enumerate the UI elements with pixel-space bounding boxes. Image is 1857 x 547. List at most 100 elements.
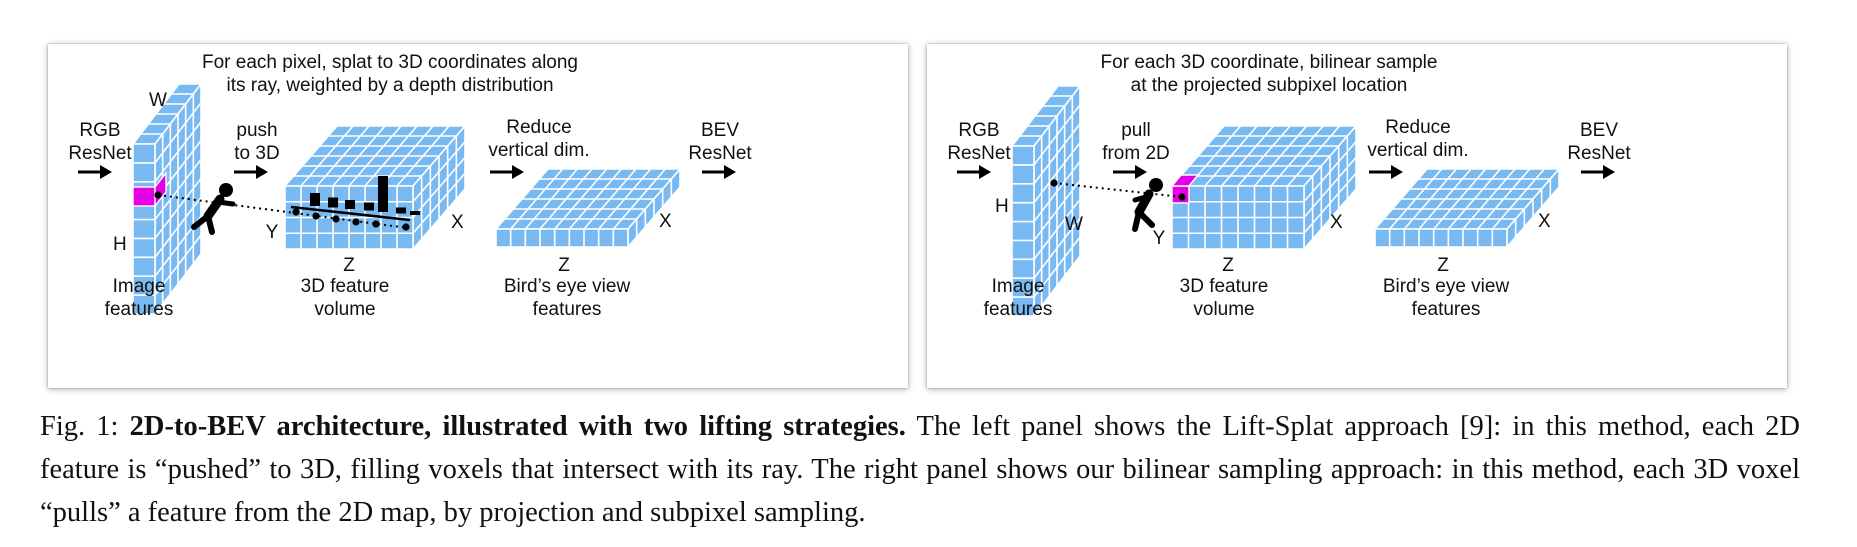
lift-splat-diagram: For each pixel, splat to 3D coordinates … <box>68 52 752 320</box>
left-title-line-2: its ray, weighted by a depth distributio… <box>226 75 553 96</box>
left-axis-w: W <box>149 90 167 111</box>
depth-bar-6 <box>396 207 406 214</box>
right-bev-features-front-face-grid <box>1388 229 1494 247</box>
pull-figure-icon <box>1132 178 1163 232</box>
right-panel-bilinear-sampling: For each 3D coordinate, bilinear sample … <box>927 44 1787 388</box>
right-reduce-label-2: vertical dim. <box>1367 140 1468 161</box>
right-bev-features-side-face-grid <box>1514 179 1552 237</box>
right-input-arrow <box>957 165 991 179</box>
left-input-arrow <box>78 165 112 179</box>
left-feature-volume-side-face-grid <box>412 136 466 239</box>
left-bev-features-front-face-grid <box>509 229 615 247</box>
right-feature-volume-top-face-grid <box>1180 125 1348 187</box>
right-feature-volume-side-face-grid <box>1303 136 1357 239</box>
left-action-label-2: to 3D <box>234 143 279 164</box>
right-title-line-1: For each 3D coordinate, bilinear sample <box>1101 52 1438 73</box>
left-reduce-label-2: vertical dim. <box>488 140 589 161</box>
right-image-features-plane-side-face-grid <box>1033 96 1081 306</box>
right-sample-point <box>1050 179 1058 187</box>
left-push-arrow <box>234 165 268 179</box>
left-depth-distribution <box>310 176 420 215</box>
left-panel-lift-splat: For each pixel, splat to 3D coordinates … <box>48 44 908 388</box>
right-volume-label-1: 3D feature <box>1180 276 1269 297</box>
right-highlight-voxel-top <box>1170 174 1200 187</box>
right-input-label-1: RGB <box>958 120 999 141</box>
right-bev-label-2: features <box>1412 299 1481 320</box>
left-bev-features-front-face <box>495 228 629 248</box>
left-input-label-2: ResNet <box>68 143 132 164</box>
right-pull-arrow <box>1113 165 1147 179</box>
right-title-line-2: at the projected subpixel location <box>1131 75 1408 96</box>
left-ray <box>157 194 409 229</box>
right-reduce-arrow <box>1369 165 1403 179</box>
caption-body: The left panel shows the Lift-Splat appr… <box>40 411 1800 528</box>
left-bev-features-side-face-grid <box>635 179 673 237</box>
depth-bar-3 <box>345 200 355 209</box>
depth-bar-4 <box>364 202 374 211</box>
left-bev-axis-z: Z <box>558 255 570 276</box>
right-image-features-plane-top-face-grid <box>1019 95 1073 137</box>
left-axis-y: Y <box>266 222 279 243</box>
left-reduce-label-1: Reduce <box>506 117 572 138</box>
push-figure-icon <box>191 183 236 235</box>
right-axis-y: Y <box>1153 228 1166 249</box>
left-reduce-arrow <box>490 165 524 179</box>
right-bev-label-1: Bird’s eye view <box>1383 276 1510 297</box>
caption-fig-number: Fig. 1: <box>40 411 119 442</box>
left-image-features-2: features <box>105 299 174 320</box>
left-volume-label-1: 3D feature <box>301 276 390 297</box>
figure-caption: Fig. 1: 2D-to-BEV architecture, illustra… <box>40 405 1800 534</box>
left-title-line-1: For each pixel, splat to 3D coordinates … <box>202 52 578 73</box>
right-axis-w: W <box>1065 214 1083 235</box>
left-ray-point-1 <box>154 191 162 199</box>
left-ray-point-2 <box>292 208 300 216</box>
left-bev-axis-x: X <box>659 211 672 232</box>
right-image-features-plane-front-face-grid <box>1012 164 1034 298</box>
left-axis-z: Z <box>343 255 355 276</box>
right-axis-h: H <box>995 196 1009 217</box>
depth-bar-1 <box>310 193 320 206</box>
depth-bar-7 <box>410 211 420 215</box>
right-output-arrow <box>1581 165 1615 179</box>
left-output-arrow <box>702 165 736 179</box>
right-image-features-1: Image <box>992 276 1045 297</box>
right-bev-features-front-face <box>1374 228 1508 248</box>
left-image-features-plane-side-face-grid <box>154 94 202 304</box>
right-action-label-2: from 2D <box>1102 143 1170 164</box>
right-axis-x: X <box>1330 212 1343 233</box>
left-axis-x: X <box>451 212 464 233</box>
left-bev-label-2: features <box>533 299 602 320</box>
right-bev-features-top-face-grid <box>1383 168 1551 230</box>
right-image-features-2: features <box>984 299 1053 320</box>
left-output-label-1: BEV <box>701 120 739 141</box>
right-voxel-point <box>1178 193 1186 201</box>
right-output-label-2: ResNet <box>1567 143 1631 164</box>
bilinear-sampling-diagram: For each 3D coordinate, bilinear sample … <box>947 52 1631 320</box>
right-input-label-2: ResNet <box>947 143 1011 164</box>
left-ray-point-3 <box>312 212 320 220</box>
right-action-label-1: pull <box>1121 120 1151 141</box>
depth-bar-5 <box>378 176 388 212</box>
left-image-features-plane-top-face-grid <box>140 93 194 135</box>
right-volume-label-2: volume <box>1193 299 1254 320</box>
right-bev-axis-z: Z <box>1437 255 1449 276</box>
left-image-features-1: Image <box>113 276 166 297</box>
left-bev-features-top-face-grid <box>504 168 672 230</box>
left-axis-h: H <box>113 234 127 255</box>
left-action-label-1: push <box>236 120 277 141</box>
left-input-label-1: RGB <box>79 120 120 141</box>
left-output-label-2: ResNet <box>688 143 752 164</box>
right-axis-z: Z <box>1222 255 1234 276</box>
left-volume-label-2: volume <box>314 299 375 320</box>
bilinear-sampling-artwork <box>957 83 1615 319</box>
left-bev-label-1: Bird’s eye view <box>504 276 631 297</box>
right-output-label-1: BEV <box>1580 120 1618 141</box>
left-ray-point-4 <box>332 215 340 223</box>
left-ray-point-6 <box>372 220 380 228</box>
left-depth-axis <box>290 205 411 222</box>
left-highlight-pixel <box>132 186 156 207</box>
right-bev-axis-x: X <box>1538 211 1551 232</box>
right-reduce-label-1: Reduce <box>1385 117 1451 138</box>
lift-splat-artwork <box>78 81 736 317</box>
left-ray-point-5 <box>352 218 360 226</box>
